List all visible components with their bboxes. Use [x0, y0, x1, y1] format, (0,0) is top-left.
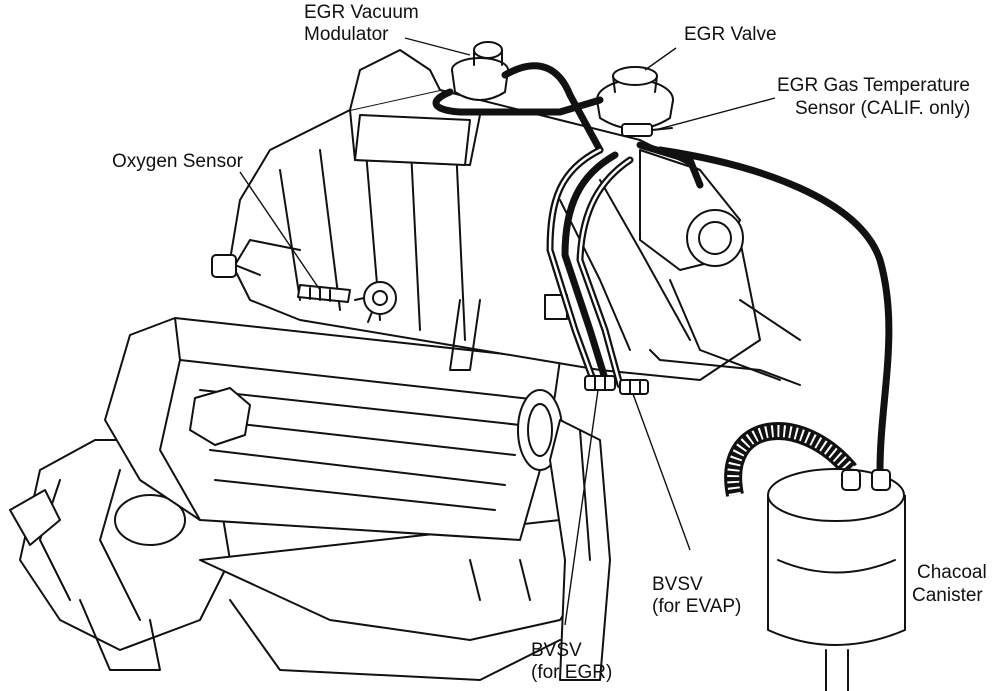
label-egr-vacuum-modulator-1: EGR Vacuum	[304, 2, 419, 23]
leader-egr-gas-temp-sensor	[654, 97, 776, 131]
bvsv-units	[584, 375, 649, 395]
label-egr-gas-temp-sensor-1: EGR Gas Temperature	[777, 75, 970, 96]
leader-lines	[239, 37, 776, 626]
leader-oxygen-sensor	[239, 171, 321, 291]
label-egr-gas-temp-sensor-2: Sensor (CALIF. only)	[795, 98, 971, 119]
label-oxygen-sensor: Oxygen Sensor	[112, 151, 243, 172]
label-bvsv-evap-2: (for EVAP)	[652, 596, 742, 617]
leader-bvsv-evap	[632, 393, 691, 551]
leader-bvsv-egr	[564, 389, 599, 626]
leader-egr-valve	[644, 47, 677, 71]
label-bvsv-egr-2: (for EGR)	[531, 662, 613, 683]
label-egr-vacuum-modulator-2: Modulator	[304, 24, 389, 45]
egr-valve	[596, 66, 674, 130]
label-charcoal-canister-1: Chacoal	[917, 562, 987, 583]
leader-egr-vacuum-modulator	[404, 37, 471, 56]
charcoal-canister	[724, 422, 906, 691]
oxygen-sensor	[297, 281, 397, 323]
label-charcoal-canister-2: Canister	[912, 585, 983, 606]
label-egr-valve: EGR Valve	[684, 24, 777, 45]
vacuum-hoses	[432, 62, 893, 474]
label-bvsv-egr-1: BVSV	[531, 640, 582, 661]
egr-vacuum-modulator	[451, 41, 509, 101]
label-bvsv-evap-1: BVSV	[652, 574, 703, 595]
valve-cover	[104, 317, 563, 541]
lower-pipes	[549, 419, 611, 681]
egr-gas-temp-sensor	[621, 123, 673, 137]
